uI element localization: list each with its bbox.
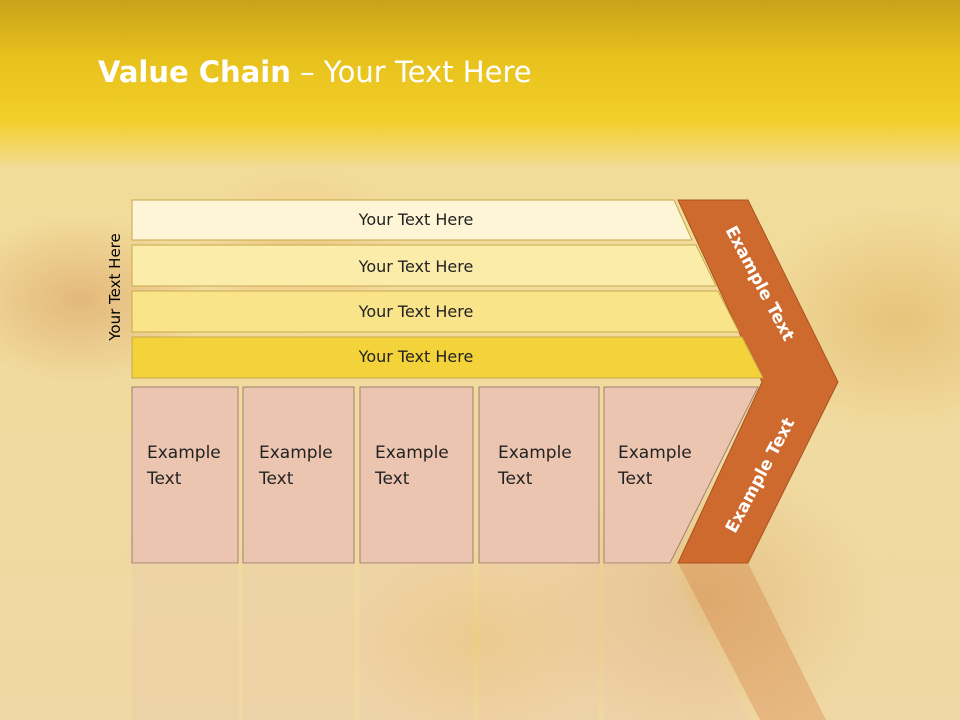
- page-title: Value Chain – Your Text Here: [98, 55, 532, 89]
- box-1-line2: Text: [147, 469, 182, 489]
- bar-3: [131, 290, 740, 333]
- chevron-arrow: [677, 199, 839, 564]
- box-5-line2: Text: [618, 469, 653, 489]
- box-3-line2: Text: [375, 469, 410, 489]
- bar-3-label: Your Text Here: [358, 302, 474, 321]
- box-2-line2: Text: [259, 469, 294, 489]
- box-5-line1: Example: [618, 443, 692, 463]
- box-1-line1: Example: [147, 443, 221, 463]
- title-rest: – Your Text Here: [290, 55, 532, 89]
- box-4-line1: Example: [498, 443, 572, 463]
- bar-4: [131, 336, 764, 379]
- bar-2-label: Your Text Here: [358, 257, 474, 276]
- box-3-line1: Example: [375, 443, 449, 463]
- title-bold: Value Chain: [98, 55, 291, 89]
- box-2-line1: Example: [259, 443, 333, 463]
- activity-box-2: [242, 386, 355, 564]
- bar-1-label: Your Text Here: [358, 210, 474, 229]
- activity-box-4: [478, 386, 600, 564]
- activity-box-1: [131, 386, 239, 564]
- box-4-line2: Text: [498, 469, 533, 489]
- bar-1: [131, 199, 693, 241]
- activity-box-3: [359, 386, 474, 564]
- bar-2: [131, 244, 717, 287]
- bar-4-label: Your Text Here: [358, 347, 474, 366]
- activity-box-5: [603, 386, 759, 564]
